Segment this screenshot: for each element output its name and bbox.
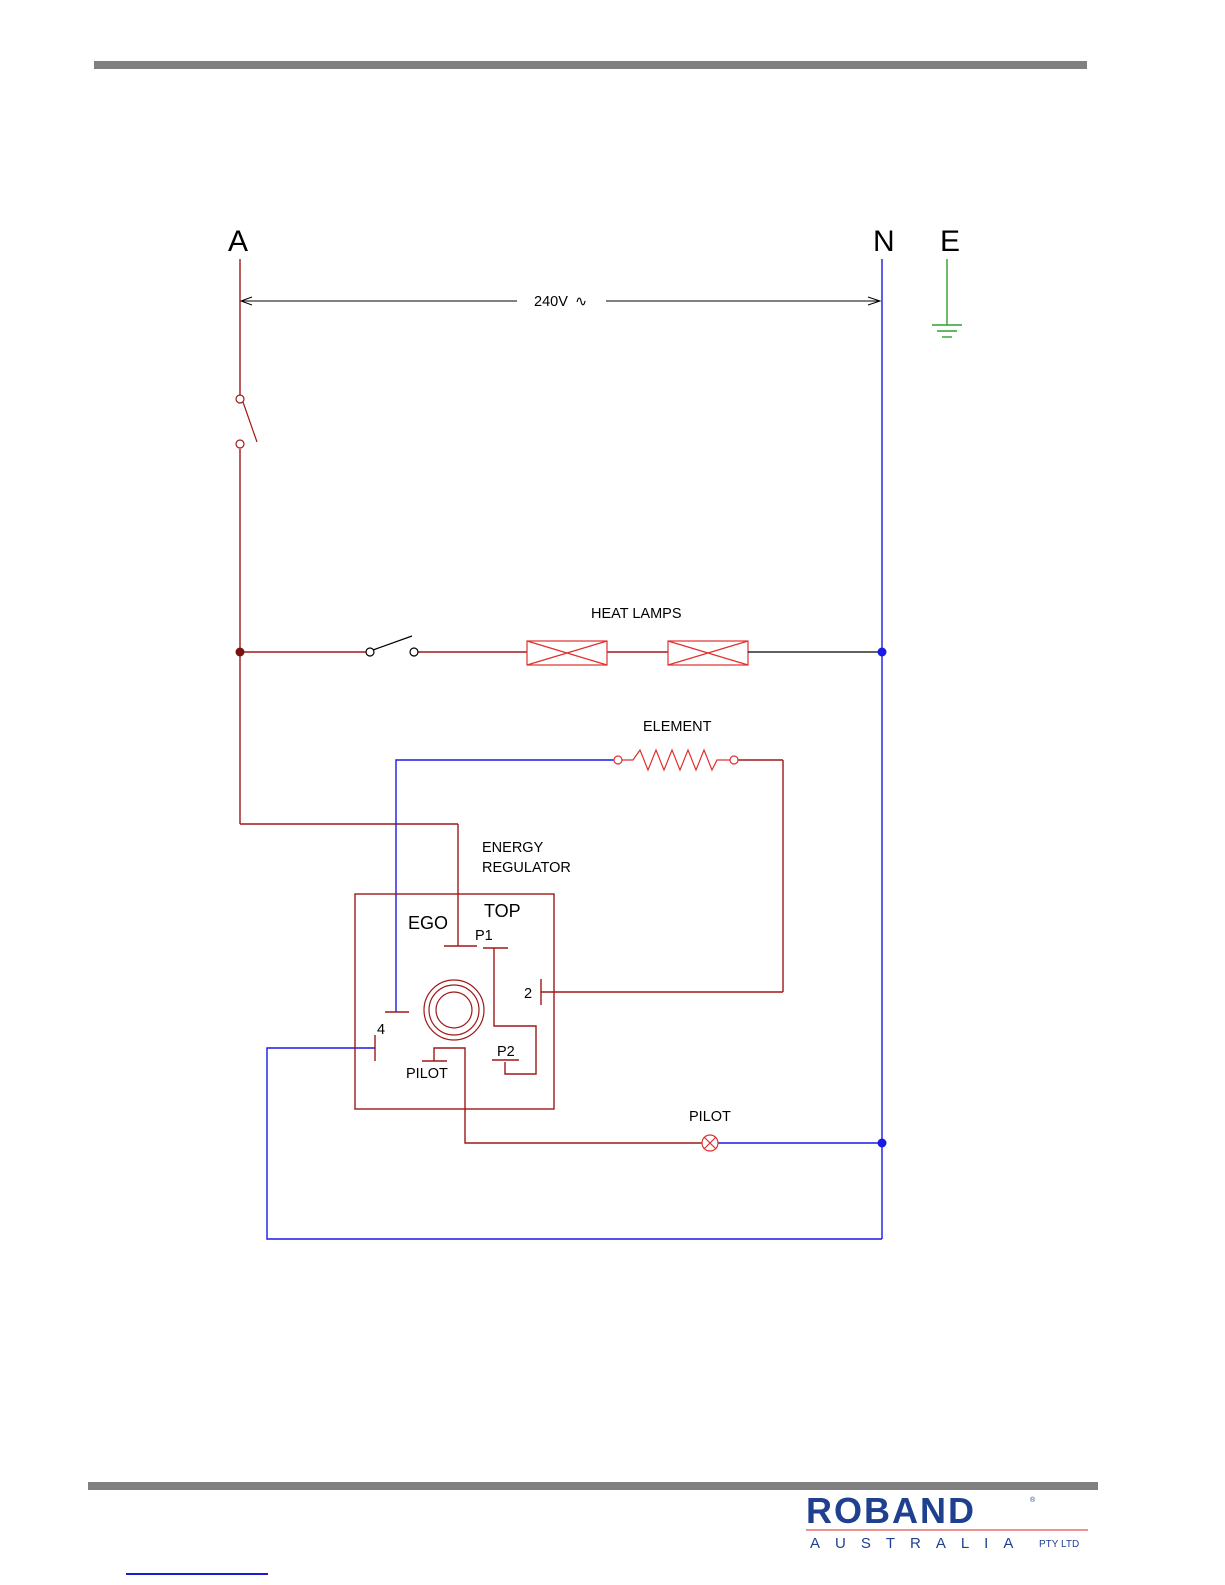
heat-lamp-1 (527, 641, 607, 665)
active-wiring (240, 259, 783, 1143)
active-junction (236, 648, 245, 657)
neutral-junction-pilot (878, 1139, 887, 1148)
terminal-p2-label: P2 (497, 1044, 515, 1060)
heat-lamp-2 (668, 641, 748, 665)
terminal-n-label: N (873, 225, 895, 258)
regulator-knob (424, 980, 484, 1040)
regulator-terminals (375, 946, 541, 1075)
neutral-junction-heat (878, 648, 887, 657)
energy-regulator-label-line1: ENERGY (482, 840, 544, 856)
heat-lamp-switch (366, 636, 418, 656)
terminal-4-label: 4 (377, 1022, 385, 1038)
element-label: ELEMENT (643, 719, 712, 735)
terminal-pilot-label: PILOT (406, 1066, 448, 1082)
supply-voltage-label: 240V (534, 294, 568, 310)
main-switch (236, 395, 257, 448)
terminal-2-label: 2 (524, 986, 532, 1002)
regulator-brand: EGO (408, 913, 448, 933)
terminal-p1-label: P1 (475, 928, 493, 944)
ac-symbol: ∿ (575, 294, 587, 310)
heat-lamps-label: HEAT LAMPS (591, 606, 682, 622)
logo-country: AUSTRALIA (810, 1535, 1028, 1552)
energy-regulator-label-line2: REGULATOR (482, 860, 571, 876)
neutral-wiring (267, 259, 882, 1239)
terminal-e-label: E (940, 225, 960, 258)
regulator-top-label: TOP (484, 901, 521, 921)
logo-wordmark: ROBAND (806, 1490, 976, 1531)
pilot-lamp (702, 1135, 718, 1151)
logo-suffix: PTY LTD (1039, 1539, 1079, 1550)
footer-rule (88, 1482, 1098, 1490)
roband-logo: ROBAND ® AUSTRALIA PTY LTD (806, 1490, 1088, 1552)
pilot-lamp-label: PILOT (689, 1109, 731, 1125)
terminal-a-label: A (228, 225, 248, 258)
earth-symbol (932, 259, 962, 337)
footer-link-underline[interactable] (126, 1573, 268, 1575)
logo-registered-mark: ® (1030, 1496, 1036, 1504)
element-resistor (614, 750, 738, 770)
